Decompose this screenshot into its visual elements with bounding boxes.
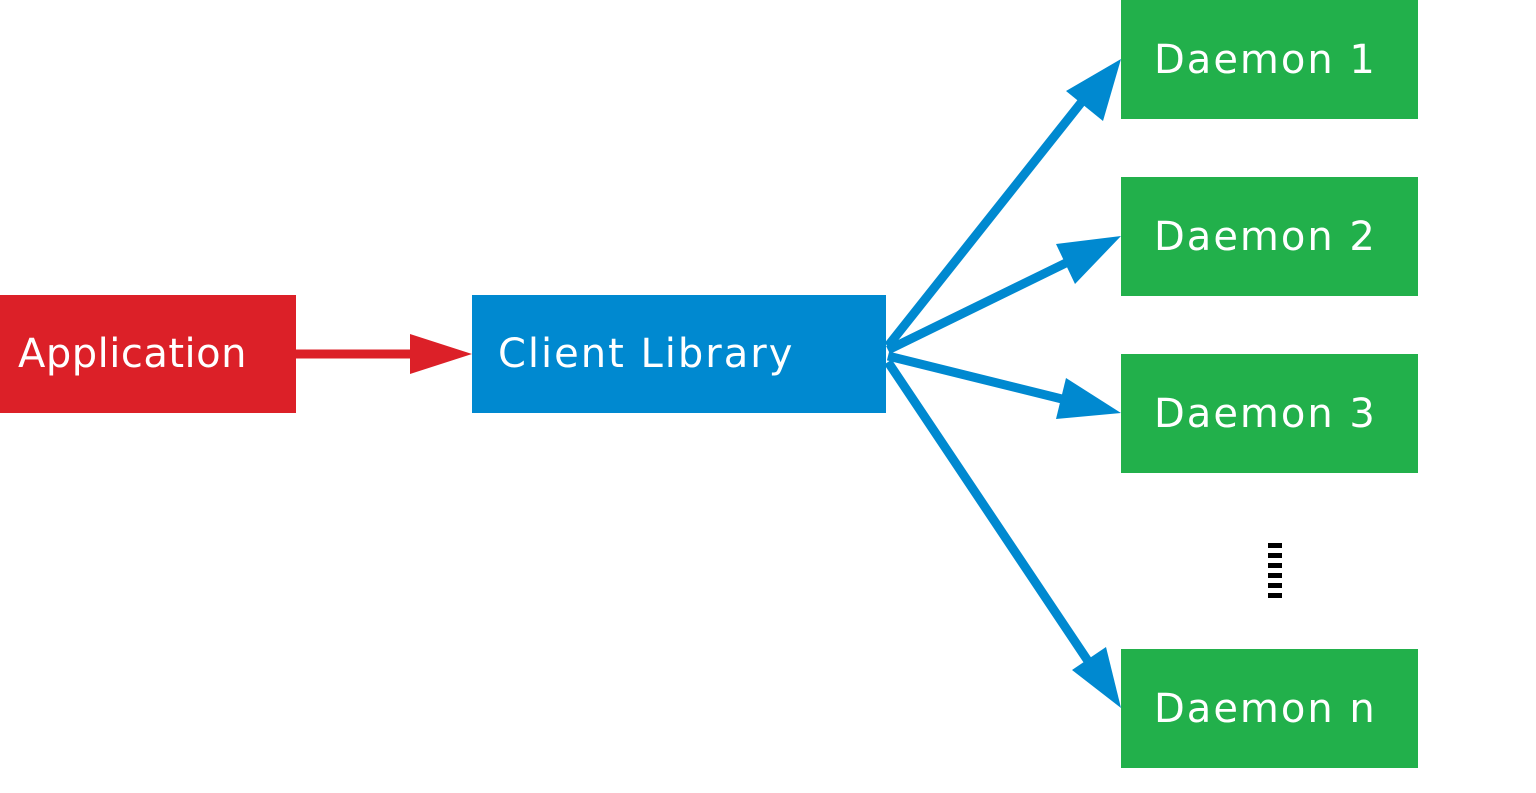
ellipsis-dash [1268, 593, 1282, 598]
arrow-client-to-daemon-3-shaft [886, 351, 1068, 405]
arrow-client-to-daemon-n-head [1072, 647, 1121, 708]
vertical-ellipsis-icon [1268, 543, 1282, 599]
arrow-client-to-daemon-2-shaft [886, 255, 1074, 355]
daemon-1-node: Daemon 1 [1121, 0, 1418, 119]
arrow-client-to-daemon-2-head [1056, 236, 1121, 284]
ellipsis-dash [1268, 543, 1282, 548]
client-library-label: Client Library [498, 331, 795, 377]
application-label: Application [18, 331, 247, 377]
ellipsis-dash [1268, 553, 1282, 558]
application-node: Application [0, 295, 296, 413]
arrow-client-to-daemon-1-head [1066, 59, 1121, 121]
ellipsis-dash [1268, 573, 1282, 578]
daemon-3-label: Daemon 3 [1154, 390, 1377, 437]
daemon-1-label: Daemon 1 [1154, 36, 1377, 83]
ellipsis-dash [1268, 583, 1282, 588]
daemon-2-label: Daemon 2 [1154, 213, 1377, 260]
client-library-node: Client Library [472, 295, 886, 413]
arrow-client-to-daemon-n-shaft [884, 359, 1094, 667]
ellipsis-dash [1268, 563, 1282, 568]
daemon-n-node: Daemon n [1121, 649, 1418, 768]
arrow-client-to-daemon-1-shaft [884, 96, 1088, 349]
daemon-3-node: Daemon 3 [1121, 354, 1418, 473]
arrow-application-to-client-head [410, 334, 472, 374]
daemon-n-label: Daemon n [1154, 685, 1377, 732]
arrow-client-to-daemon-3-head [1056, 378, 1121, 419]
daemon-2-node: Daemon 2 [1121, 177, 1418, 296]
